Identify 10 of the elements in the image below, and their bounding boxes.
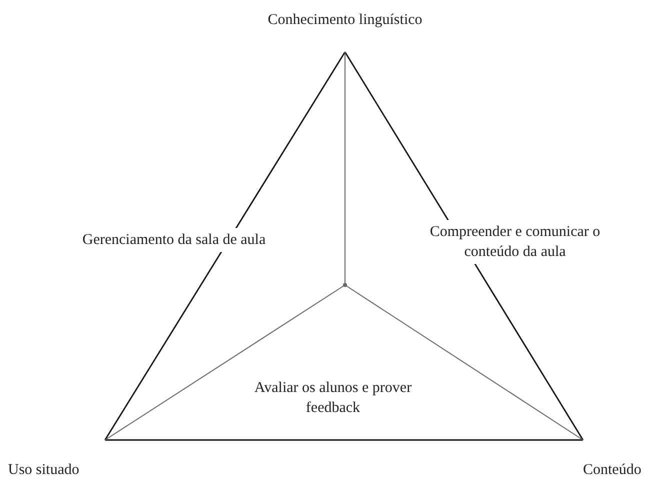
line	[344, 52, 584, 440]
line	[104, 52, 346, 440]
vertex-label: Conteúdo	[583, 462, 642, 479]
vertex-label: Conhecimento linguístico	[266, 12, 424, 29]
line	[344, 52, 346, 286]
apex-point	[343, 283, 347, 287]
line	[105, 439, 583, 441]
line	[104, 284, 346, 440]
line	[344, 284, 584, 440]
vertex-label: Uso situado	[8, 462, 80, 479]
